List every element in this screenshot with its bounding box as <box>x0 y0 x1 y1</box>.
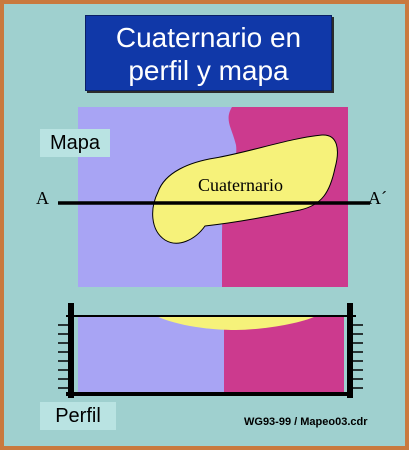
section-point-a-prime-label: A´ <box>368 188 387 208</box>
profile-label: Perfil <box>40 402 116 430</box>
quaternary-label: Cuaternario <box>198 175 283 195</box>
section-point-a-label: A <box>36 188 49 208</box>
map-view <box>58 107 370 287</box>
title-line-2: perfil y mapa <box>128 55 289 86</box>
title-box: Cuaternario en perfil y mapa <box>85 15 332 91</box>
credit-text: WG93-99 / Mapeo03.cdr <box>244 416 368 428</box>
map-label: Mapa <box>40 129 110 157</box>
profile-view <box>58 303 363 398</box>
map-quaternary-deposit <box>152 134 338 244</box>
profile-left-ticks <box>58 324 71 389</box>
profile-right-ticks <box>350 324 363 389</box>
title-line-1: Cuaternario en <box>115 22 302 53</box>
profile-quaternary-deposit <box>156 316 316 330</box>
profile-lavender-unit <box>78 316 224 394</box>
